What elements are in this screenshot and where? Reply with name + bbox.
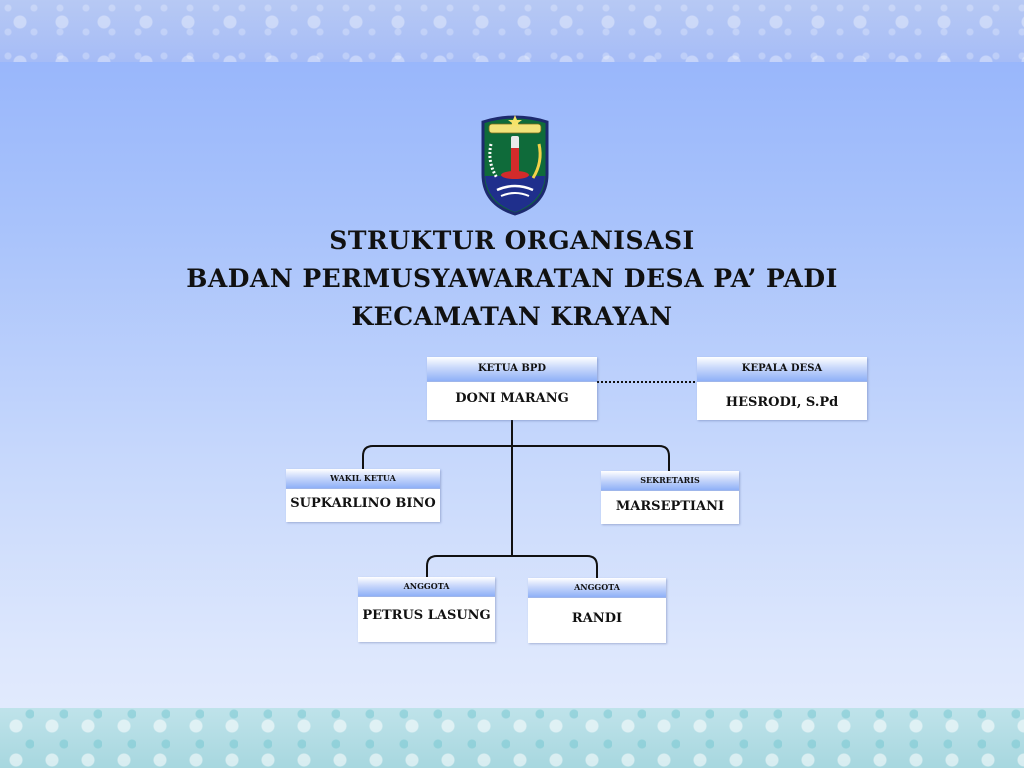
node-person-name: RANDI [571, 611, 623, 626]
node-ketua-bpd: KETUA BPD DONI MARANG [427, 357, 597, 420]
node-role-label: SEKRETARIS [601, 471, 739, 491]
node-role-label: WAKIL KETUA [286, 469, 440, 489]
node-sekretaris: SEKRETARIS MARSEPTIANI [601, 471, 739, 524]
node-person-name: MARSEPTIANI [615, 499, 725, 514]
bottom-ornament-band [0, 708, 1024, 768]
node-role-label: KEPALA DESA [697, 357, 867, 382]
node-kepala-desa: KEPALA DESA HESRODI, S.Pd [697, 357, 867, 420]
title-line-1: STRUKTUR ORGANISASI [329, 226, 695, 255]
node-role-label: KETUA BPD [427, 357, 597, 382]
node-role-label: ANGGOTA [358, 577, 495, 597]
node-anggota-1: ANGGOTA PETRUS LASUNG [358, 577, 495, 642]
node-role-label: ANGGOTA [528, 578, 666, 598]
branch-wakil-sekretaris [362, 445, 670, 471]
node-wakil-ketua: WAKIL KETUA SUPKARLINO BINO [286, 469, 440, 522]
node-person-name: PETRUS LASUNG [362, 608, 491, 623]
branch-anggota [426, 555, 598, 578]
node-person-name: SUPKARLINO BINO [290, 496, 436, 511]
node-person-name: DONI MARANG [455, 391, 569, 406]
node-anggota-2: ANGGOTA RANDI [528, 578, 666, 643]
top-ornament-band [0, 0, 1024, 62]
regency-crest-icon [481, 115, 549, 216]
title-line-3: KECAMATAN KRAYAN [351, 302, 673, 331]
title-line-2: BADAN PERMUSYAWARATAN DESA PA’ PADI [186, 264, 838, 293]
node-person-name: HESRODI, S.Pd [725, 395, 839, 410]
